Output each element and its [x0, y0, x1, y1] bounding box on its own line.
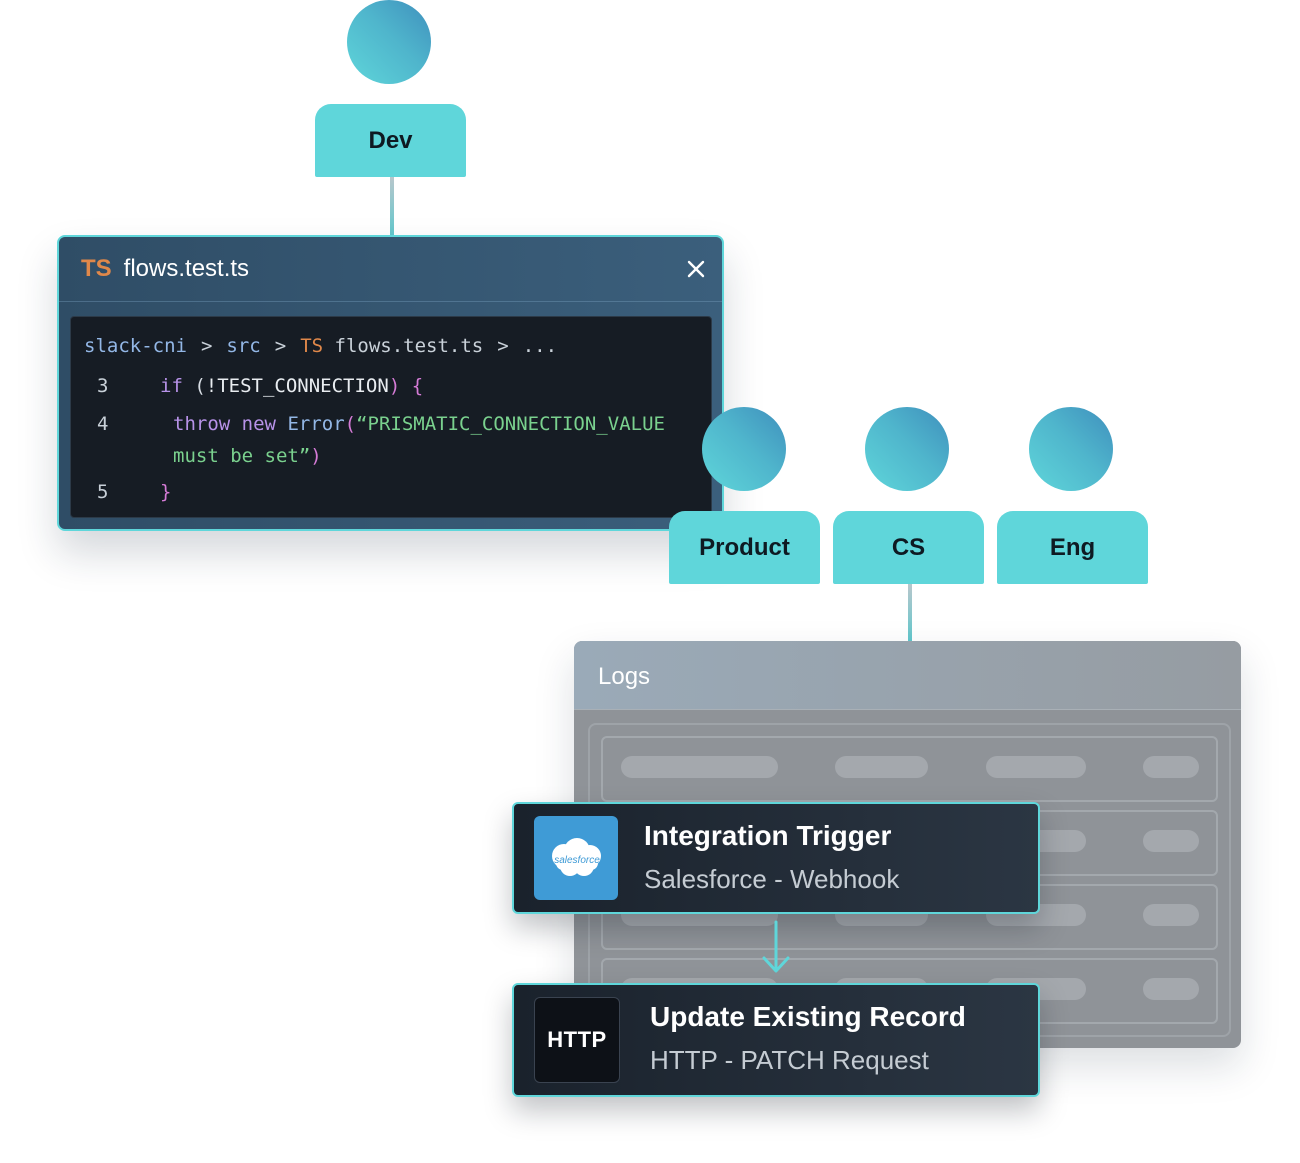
http-icon-label: HTTP [547, 1027, 607, 1052]
salesforce-icon: salesforce [534, 816, 618, 900]
role-tag-cs: CS [833, 511, 984, 584]
line-number: 4 [97, 413, 109, 435]
step-title: Update Existing Record [650, 1001, 966, 1032]
code-pane[interactable]: slack-cni > src > TS flows.test.ts >... 3 if … [70, 316, 712, 518]
placeholder-bar [1143, 978, 1199, 1000]
close-icon[interactable] [686, 259, 706, 279]
chevron-right-icon: > [274, 335, 287, 357]
logs-title: Logs [598, 663, 651, 690]
breadcrumb: slack-cni > src > TS flows.test.ts >... [84, 335, 557, 357]
breadcrumb-more[interactable]: ... [522, 335, 558, 357]
breadcrumb-file[interactable]: flows.test.ts [334, 335, 484, 357]
code-editor-window: TS flows.test.ts slack-cni > src > TS flows.… [57, 235, 724, 531]
step-subtitle: HTTP - PATCH Request [650, 1045, 929, 1075]
step-title: Integration Trigger [644, 820, 892, 851]
role-tag-product: Product [669, 511, 820, 584]
placeholder-bar [1143, 830, 1199, 852]
logs-header: Logs [574, 641, 1241, 710]
placeholder-bar [835, 756, 928, 778]
role-label-eng: Eng [1049, 533, 1096, 561]
role-label-cs: CS [891, 533, 926, 561]
dev-avatar [347, 0, 431, 84]
typescript-icon: TS [300, 335, 324, 357]
editor-file-title: flows.test.ts [123, 255, 250, 282]
arrow-down-icon [762, 920, 790, 973]
step-card-http[interactable]: HTTP Update Existing Record HTTP - PATCH… [512, 983, 1040, 1097]
role-label-dev: Dev [368, 126, 413, 154]
cs-connector [908, 584, 912, 642]
placeholder-bar [1143, 756, 1199, 778]
cs-avatar [865, 407, 949, 491]
role-label-product: Product [699, 533, 790, 561]
eng-avatar [1029, 407, 1113, 491]
code-line-4: throw new Error(“PRISMATIC_CONNECTION_VA… [173, 413, 665, 435]
breadcrumb-folder[interactable]: src [226, 335, 261, 357]
dev-connector [390, 177, 394, 237]
breadcrumb-project[interactable]: slack-cni [84, 335, 187, 357]
http-icon: HTTP [534, 997, 620, 1083]
svg-text:salesforce: salesforce [554, 855, 600, 866]
salesforce-cloud-icon: salesforce [552, 838, 601, 876]
placeholder-bar [621, 756, 778, 778]
placeholder-bar [1143, 904, 1199, 926]
code-line-3: if (!TEST_CONNECTION) { [160, 375, 424, 397]
line-number: 5 [97, 481, 109, 503]
step-subtitle: Salesforce - Webhook [644, 864, 900, 894]
table-row[interactable] [601, 736, 1218, 802]
role-tag-eng: Eng [997, 511, 1148, 584]
editor-tab[interactable]: TS flows.test.ts [59, 237, 722, 302]
code-line-4-wrap: must be set”) [173, 445, 322, 467]
chevron-right-icon: > [497, 335, 509, 357]
product-avatar [702, 407, 786, 491]
typescript-icon: TS [81, 255, 112, 282]
placeholder-bar [986, 756, 1086, 778]
code-line-5: } [160, 481, 172, 503]
step-card-trigger[interactable]: salesforce Integration Trigger Salesforc… [512, 802, 1040, 914]
role-tag-dev: Dev [315, 104, 466, 177]
chevron-right-icon: > [200, 335, 213, 357]
line-number: 3 [97, 375, 109, 397]
